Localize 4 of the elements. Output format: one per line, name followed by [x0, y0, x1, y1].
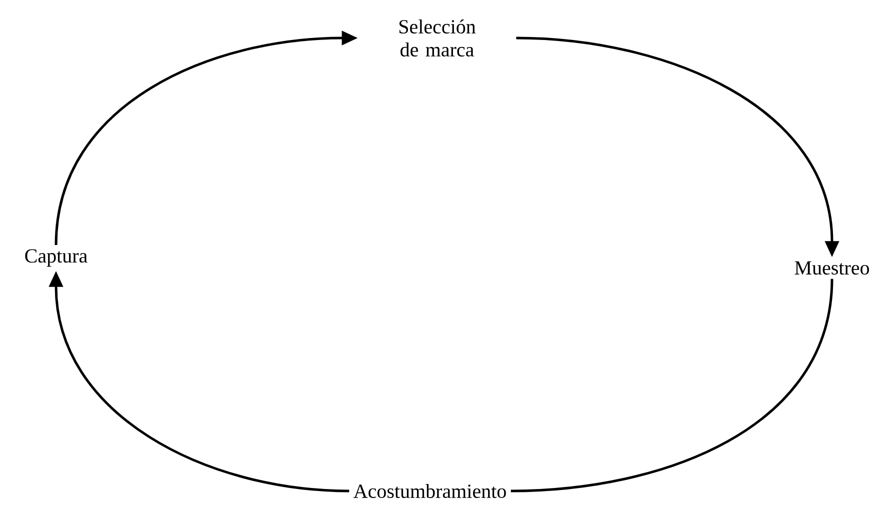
step-label: Selección de marca: [399, 19, 476, 57]
step-label: Captura: [25, 249, 88, 267]
step-label: Acostumbramiento: [354, 484, 506, 498]
step-label: Muestreo: [794, 261, 869, 275]
